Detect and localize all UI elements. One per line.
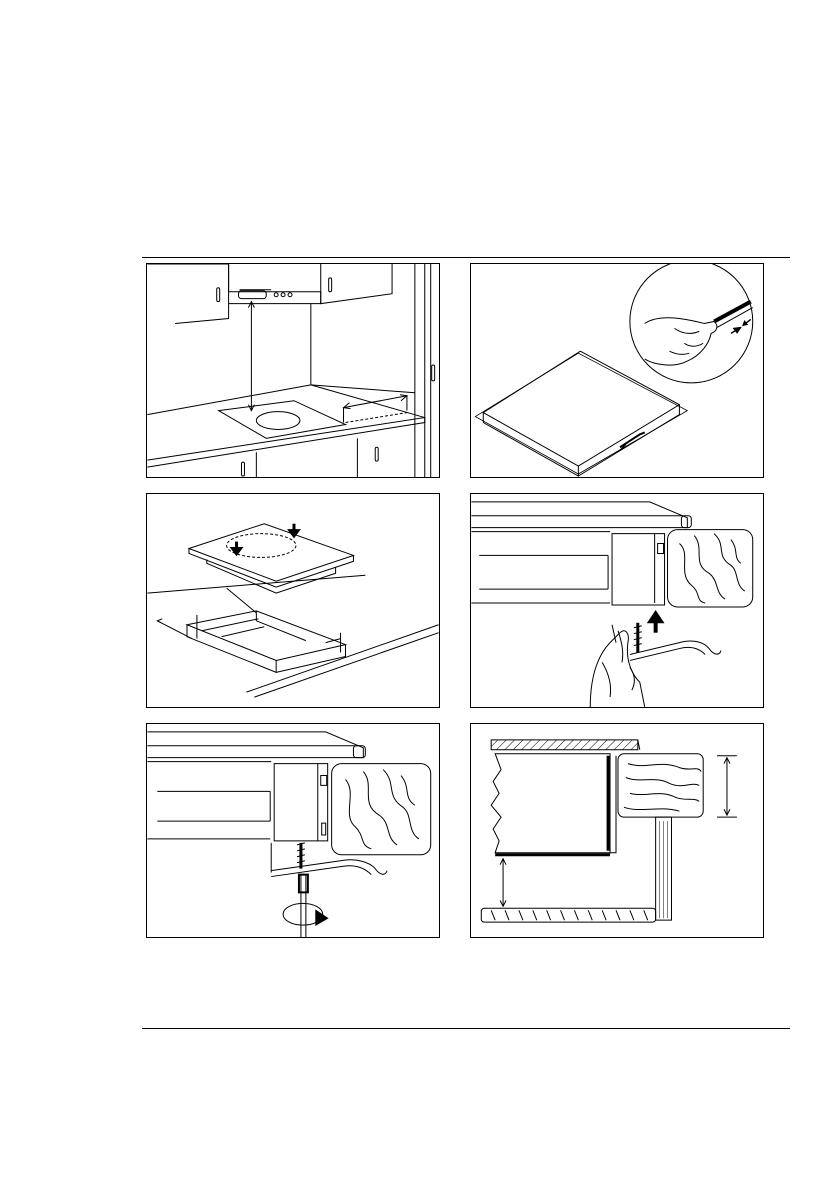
figure-bracket-insertion	[470, 493, 764, 708]
screw-tightening-diagram	[147, 724, 439, 937]
top-divider	[142, 257, 790, 258]
worktop-section-diagram	[471, 724, 763, 937]
figure-seal-application	[470, 263, 764, 478]
figure-kitchen-clearance	[146, 263, 440, 478]
seal-application-diagram	[471, 264, 763, 477]
figure-cutout-placement	[146, 493, 440, 708]
bottom-divider	[142, 1028, 790, 1029]
bracket-insertion-diagram	[471, 494, 763, 707]
cutout-placement-diagram	[147, 494, 439, 707]
kitchen-clearance-diagram	[147, 264, 439, 477]
figure-worktop-section	[470, 723, 764, 938]
figure-screw-tightening	[146, 723, 440, 938]
